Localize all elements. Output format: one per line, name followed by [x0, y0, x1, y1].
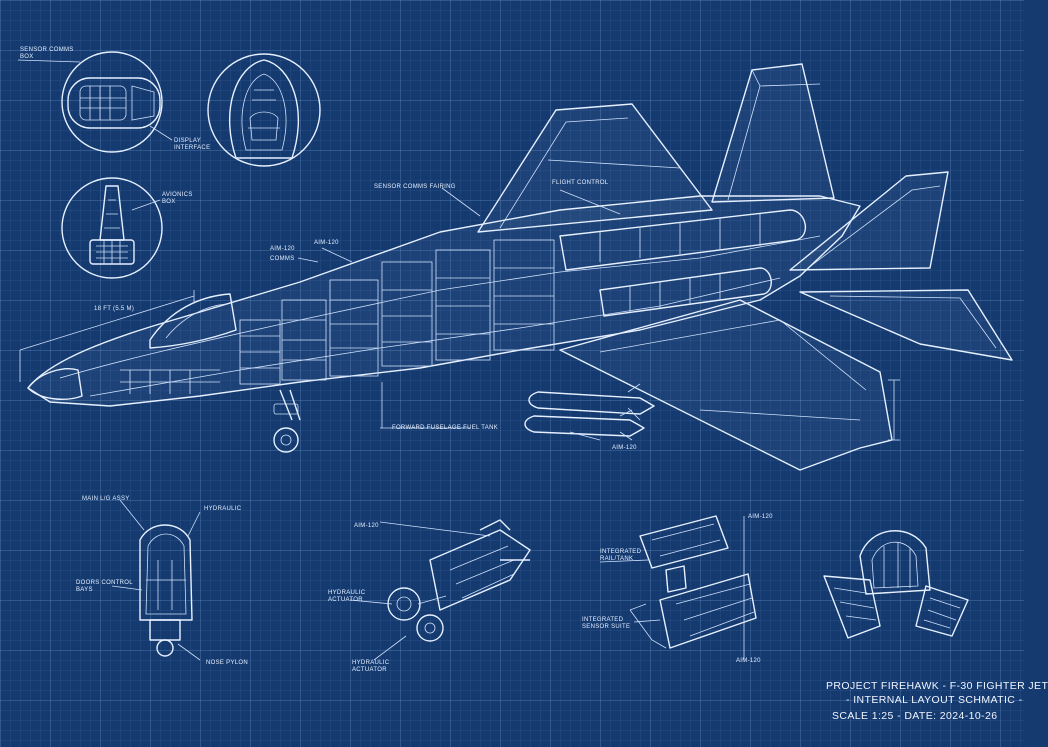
label-sensor-comms-fairing: SENSOR COMMS FAIRING [374, 184, 456, 190]
title-schematic-type: - INTERNAL LAYOUT SCHMATIC - [846, 694, 1023, 706]
label-aim-120-right: AIM-120 [748, 514, 773, 520]
label-nose-dimension: 18 FT (5.5 M) [94, 306, 135, 312]
detail-nozzle [823, 530, 969, 639]
label-aim-120-gear: AIM-120 [354, 523, 379, 529]
blueprint-drawing [17, 51, 1013, 661]
label-integrated-sensor-suite: INTEGRATED SENSOR SUITE [582, 617, 631, 630]
label-comms: COMMS [270, 256, 295, 262]
label-fuel-tank: FORWARD FUSELAGE FUEL TANK [392, 425, 499, 431]
label-hydraulic-actuator: HYDRAULIC ACTUATOR [328, 590, 366, 603]
detail-gear-front [111, 499, 201, 661]
label-flight-control: FLIGHT CONTROL [552, 180, 609, 186]
label-aim-120-right-bottom: AIM-120 [736, 658, 761, 664]
title-scale-date: SCALE 1:25 - DATE: 2024-10-26 [832, 710, 998, 722]
label-aim-120-top: AIM-120 [270, 246, 295, 252]
label-aim-120-left: AIM-120 [314, 240, 339, 246]
fighter-jet-main [19, 63, 1013, 471]
label-aim-120-bottom: AIM-120 [612, 445, 637, 451]
label-nose-pylon: NOSE PYLON [206, 660, 249, 666]
label-doors-control-bays: DOORS CONTROL BAYS [76, 580, 133, 593]
label-main-gear-assy: MAIN L/G ASSY [82, 496, 130, 502]
title-project-name: PROJECT FIREHAWK - F-30 FIGHTER JET [826, 680, 1048, 692]
label-hydraulic-actuator-2: HYDRAULIC ACTUATOR [352, 660, 390, 673]
detail-circle-canopy [207, 53, 321, 167]
detail-gear-assembly [349, 519, 531, 661]
label-avionics-box: AVIONICS BOX [162, 192, 193, 205]
detail-intake-duct [599, 515, 757, 660]
label-sensor-comms-box: SENSOR COMMS BOX [20, 47, 74, 60]
label-display-interface: DISPLAY INTERFACE [174, 138, 211, 151]
label-integrated-rail-tank: INTEGRATED RAIL/TANK [600, 549, 642, 562]
label-hydraulic: HYDRAULIC [204, 506, 242, 512]
detail-circle-cockpit [17, 51, 173, 153]
detail-circle-seat [61, 177, 163, 279]
